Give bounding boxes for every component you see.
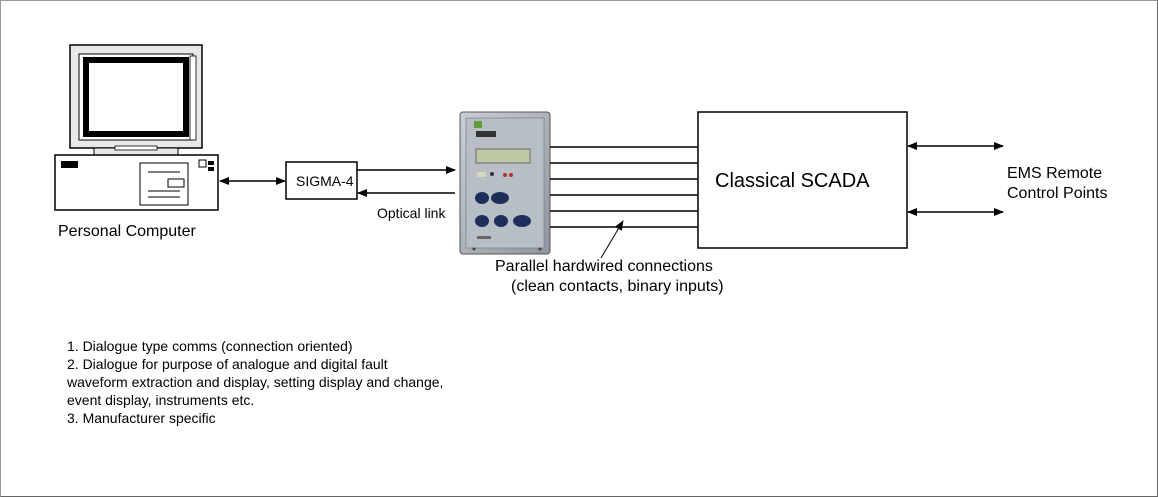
parallel-label-line1: Parallel hardwired connections <box>495 258 713 275</box>
note-item-3: 3. Manufacturer specific <box>67 410 216 426</box>
notes-list: 1. Dialogue type comms (connection orien… <box>67 337 443 427</box>
protection-relay-icon <box>459 111 551 255</box>
sigma-4-box <box>285 161 358 200</box>
classical-scada-box <box>697 111 908 249</box>
parallel-hardwired-lines <box>550 146 698 228</box>
parallel-label-line2: (clean contacts, binary inputs) <box>511 278 724 295</box>
note-item-2-cont: waveform extraction and display, setting… <box>67 374 444 390</box>
ems-label-line1: EMS Remote <box>1007 165 1103 182</box>
parallel-pointer-arrow <box>600 220 624 259</box>
personal-computer-icon <box>54 44 219 211</box>
note-item-2-cont2: event display, instruments etc. <box>67 392 255 408</box>
personal-computer-label: Personal Computer <box>58 223 196 240</box>
sigma-4-label: SIGMA-4 <box>296 173 354 189</box>
note-item-1: 1. Dialogue type comms (connection orien… <box>67 338 353 354</box>
note-item-2: 2. Dialogue for purpose of analogue and … <box>67 356 388 372</box>
optical-link-label: Optical link <box>377 205 446 221</box>
classical-scada-label: Classical SCADA <box>715 170 870 192</box>
ems-label-line2: Control Points <box>1007 185 1108 202</box>
